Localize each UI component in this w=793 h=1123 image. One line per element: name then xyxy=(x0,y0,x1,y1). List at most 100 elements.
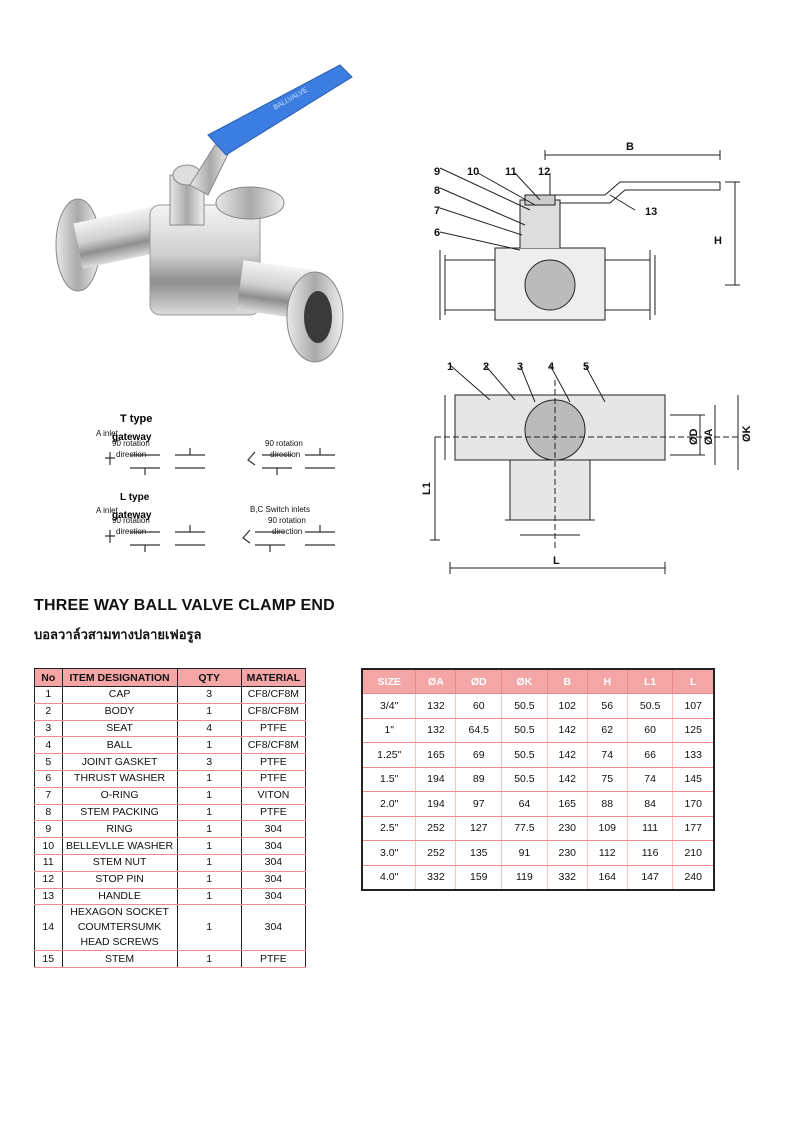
part-designation: SEAT xyxy=(61,719,178,738)
part-no: 5 xyxy=(34,753,63,771)
part-designation: CAP xyxy=(61,686,178,704)
part-qty: 4 xyxy=(176,719,242,738)
part-no: 2 xyxy=(34,702,63,721)
callouts-bottom: 1 2 3 4 5 xyxy=(447,361,589,373)
dims-value-cell: 69 xyxy=(455,742,502,768)
dims-value-cell: 125 xyxy=(672,718,714,743)
valve-photo: BALLVALVE xyxy=(55,64,353,363)
dims-value-cell: 240 xyxy=(672,865,714,891)
col-no: No xyxy=(34,668,63,687)
dims-value-cell: 77.5 xyxy=(501,816,548,841)
dims-col-header: ØK xyxy=(501,668,548,694)
dims-size-cell: 2.0" xyxy=(361,791,416,817)
dims-value-cell: 88 xyxy=(586,791,628,817)
part-material: PTFE xyxy=(240,803,307,822)
part-qty: 1 xyxy=(176,853,242,872)
part-qty: 1 xyxy=(176,950,242,969)
part-designation: THRUST WASHER xyxy=(61,769,178,788)
dims-size-cell: 4.0" xyxy=(361,865,416,891)
dims-value-cell: 132 xyxy=(415,718,456,743)
dims-value-cell: 142 xyxy=(546,742,588,768)
dims-value-cell: 142 xyxy=(546,718,588,743)
part-designation: O-RING xyxy=(61,786,178,805)
part-no: 15 xyxy=(34,950,63,969)
dims-value-cell: 111 xyxy=(626,816,673,841)
dims-value-cell: 170 xyxy=(672,791,714,817)
part-qty: 1 xyxy=(176,769,242,788)
dims-value-cell: 60 xyxy=(455,693,502,719)
l-rotation-2: 90 rotation xyxy=(268,516,306,525)
dims-value-cell: 147 xyxy=(626,865,673,891)
dims-value-cell: 91 xyxy=(501,840,548,866)
dims-value-cell: 230 xyxy=(546,816,588,841)
dims-value-cell: 50.5 xyxy=(501,718,548,743)
dims-value-cell: 97 xyxy=(455,791,502,817)
part-no: 7 xyxy=(34,786,63,805)
part-qty: 1 xyxy=(176,870,242,889)
dims-value-cell: 62 xyxy=(586,718,628,743)
part-material: VITON xyxy=(240,786,307,805)
dims-value-cell: 84 xyxy=(626,791,673,817)
part-material: CF8/CF8M xyxy=(240,702,307,721)
dim-a: ØA xyxy=(703,428,715,445)
product-title: THREE WAY BALL VALVE CLAMP END xyxy=(34,597,335,614)
part-designation: BALL xyxy=(61,736,178,755)
dims-value-cell: 332 xyxy=(546,865,588,891)
part-material: CF8/CF8M xyxy=(240,686,307,704)
l-direction-2: direction xyxy=(272,527,302,536)
dims-size-cell: 3/4" xyxy=(361,693,416,719)
part-qty: 1 xyxy=(176,887,242,906)
l-bc-inlets: B,C Switch inlets xyxy=(250,505,310,514)
part-material: 304 xyxy=(240,904,307,952)
part-material: CF8/CF8M xyxy=(240,736,307,755)
callout-12: 12 xyxy=(538,166,550,178)
dims-value-cell: 50.5 xyxy=(501,742,548,768)
dims-size-cell: 1" xyxy=(361,718,416,743)
technical-drawing: 9 10 11 12 8 7 6 13 1 2 3 4 5 B H L1 L Ø… xyxy=(421,141,750,574)
flow-diagrams: T type gateway A inlet 90 rotation direc… xyxy=(96,413,335,552)
part-qty: 1 xyxy=(176,904,242,952)
dims-value-cell: 56 xyxy=(586,693,628,719)
dims-value-cell: 159 xyxy=(455,865,502,891)
callout-1: 1 xyxy=(447,361,453,373)
part-qty: 1 xyxy=(176,820,242,839)
part-designation: STEM NUT xyxy=(61,853,178,872)
part-qty: 1 xyxy=(176,803,242,822)
col-qty: QTY xyxy=(176,668,242,687)
dims-col-header: L xyxy=(672,668,715,694)
part-qty: 1 xyxy=(176,702,242,721)
dim-b: B xyxy=(626,141,634,153)
t-a-inlet: A inlet xyxy=(96,429,119,438)
dims-value-cell: 50.5 xyxy=(501,693,548,719)
dims-value-cell: 64 xyxy=(501,791,548,817)
dims-size-cell: 1.25" xyxy=(361,742,416,768)
parts-header-row: No ITEM DESIGNATION QTY MATERIAL xyxy=(34,668,307,687)
dims-value-cell: 145 xyxy=(672,767,714,792)
dims-value-cell: 177 xyxy=(672,816,714,841)
part-designation: STEM PACKING xyxy=(61,803,178,822)
dims-value-cell: 66 xyxy=(626,742,673,768)
part-designation: STOP PIN xyxy=(61,870,178,889)
dims-size-cell: 3.0" xyxy=(361,840,416,866)
part-qty: 3 xyxy=(176,753,242,771)
col-material: MATERIAL xyxy=(240,668,307,687)
dims-col-header: SIZE xyxy=(361,668,417,694)
part-no: 1 xyxy=(34,686,63,704)
part-designation: BELLEVLLE WASHER xyxy=(61,837,178,855)
part-material: PTFE xyxy=(240,769,307,788)
